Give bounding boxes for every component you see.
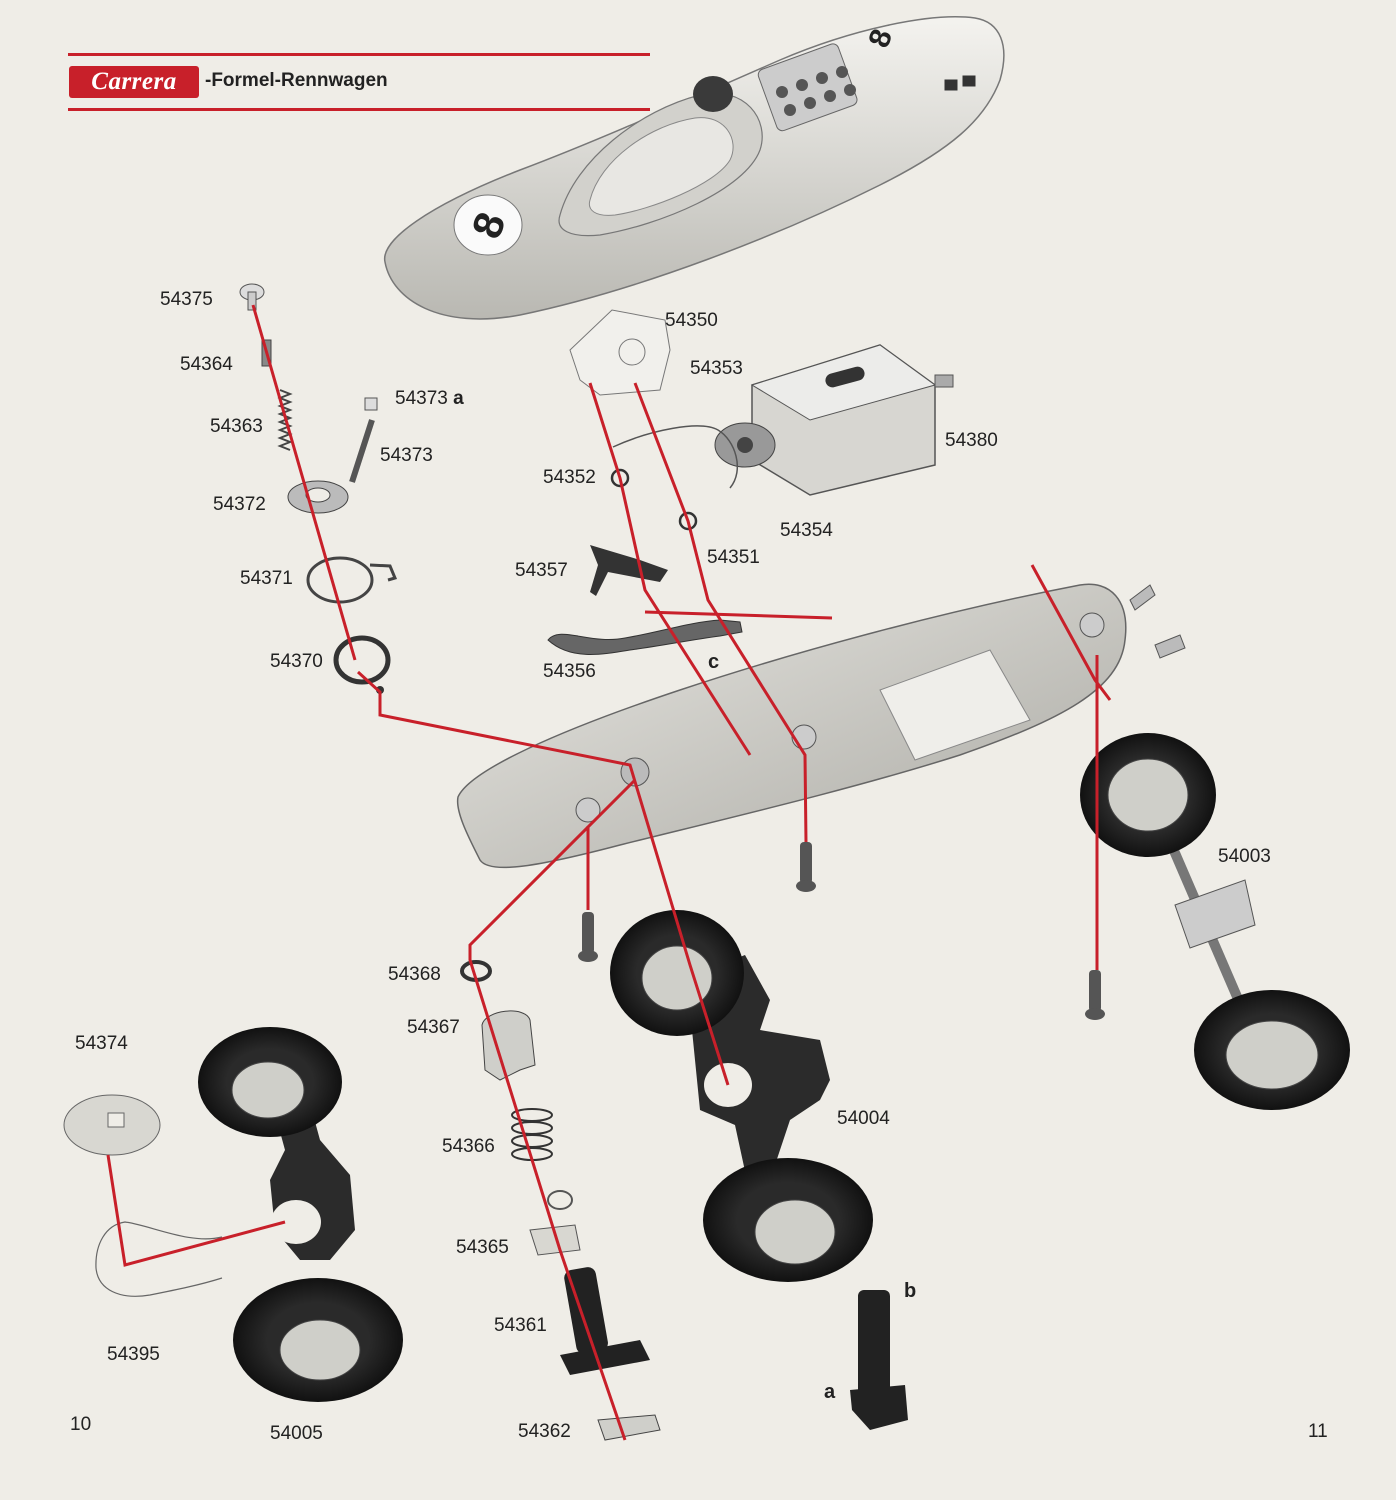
rear-axle-54003 <box>1080 733 1350 1110</box>
number-roundel <box>453 194 523 256</box>
holder-54370 <box>333 635 391 694</box>
rear-set-wheel-lower <box>233 1278 403 1402</box>
rear-wheel-lower <box>1194 990 1350 1110</box>
label-54370: 54370 <box>270 651 323 672</box>
chassis-frame <box>456 583 1186 869</box>
label-54004: 54004 <box>837 1108 890 1129</box>
carrera-logo: Carrera <box>69 66 199 98</box>
braid-clip-54362 <box>597 1414 661 1441</box>
eyelet-54351 <box>678 511 698 531</box>
label-54363: 54363 <box>210 416 263 437</box>
eyelet-54352 <box>610 468 630 488</box>
label-54352: 54352 <box>543 467 596 488</box>
label-54375: 54375 <box>160 289 213 310</box>
label-54368: 54368 <box>388 964 441 985</box>
car-body-shell: 8 8 <box>384 16 1005 320</box>
brush-holder-54357 <box>590 545 668 596</box>
header-rule-bottom <box>68 108 650 111</box>
guide-screw-54375 <box>239 283 265 311</box>
label-54351: 54351 <box>707 547 760 568</box>
page-title: -Formel-Rennwagen <box>205 70 388 91</box>
letter-c: c <box>708 651 720 673</box>
label-54005: 54005 <box>270 1423 323 1444</box>
header-rule-top <box>68 53 650 56</box>
label-54395: 54395 <box>107 1344 160 1365</box>
page-number-right: 11 <box>1308 1421 1328 1442</box>
label-54374: 54374 <box>75 1033 128 1054</box>
label-54353: 54353 <box>690 358 743 379</box>
front-axle-54004 <box>610 910 873 1282</box>
motor-54380 <box>714 344 954 496</box>
label-54362: 54362 <box>518 1421 571 1442</box>
label-54364: 54364 <box>180 354 233 375</box>
letter-b: b <box>904 1280 917 1302</box>
rod-54373 <box>349 397 378 483</box>
screw-icon <box>578 842 1105 1020</box>
contact-spring-54353 <box>612 425 739 489</box>
label-54354: 54354 <box>780 520 833 541</box>
exhaust-pipes <box>776 66 856 116</box>
rear-set-wheel-upper <box>198 1027 342 1137</box>
label-54373: 54373 <box>380 445 433 466</box>
label-54357: 54357 <box>515 560 568 581</box>
label-54356: 54356 <box>543 661 596 682</box>
retainer-54365 <box>529 1190 581 1256</box>
label-54366: 54366 <box>442 1136 495 1157</box>
label-54365: 54365 <box>456 1237 509 1258</box>
label-54361: 54361 <box>494 1315 547 1336</box>
carrera-logo-text: Carrera <box>91 68 177 95</box>
guide-keel-54361 <box>560 1267 650 1375</box>
label-54373a-number: 54373 <box>395 388 448 409</box>
page-number-left: 10 <box>70 1414 92 1435</box>
label-54372: 54372 <box>213 494 266 515</box>
outline-plate-54395 <box>95 1221 223 1297</box>
front-wheel-upper <box>610 910 744 1036</box>
label-54373a-suffix: a <box>453 388 464 409</box>
checkered-flag-icon <box>944 75 976 91</box>
label-54350: 54350 <box>665 310 718 331</box>
red-leader-lines <box>106 304 1112 1441</box>
label-54003: 54003 <box>1218 846 1271 867</box>
label-54373a: 54373 a <box>395 388 464 410</box>
rear-wheel-upper <box>1080 733 1216 857</box>
ring-54372 <box>287 480 349 514</box>
guide-keel-variant-b <box>850 1290 908 1430</box>
label-54367: 54367 <box>407 1017 460 1038</box>
letter-a: a <box>824 1381 836 1403</box>
clip-54371 <box>306 556 398 604</box>
washer-54374 <box>63 1094 161 1156</box>
front-axle-54005 <box>198 1027 403 1402</box>
front-wheel-lower <box>703 1158 873 1282</box>
label-54380: 54380 <box>945 430 998 451</box>
brush-plate-54350 <box>569 309 671 396</box>
guide-plate-54356 <box>547 619 743 655</box>
driver-helmet <box>693 76 733 112</box>
label-54371: 54371 <box>240 568 293 589</box>
